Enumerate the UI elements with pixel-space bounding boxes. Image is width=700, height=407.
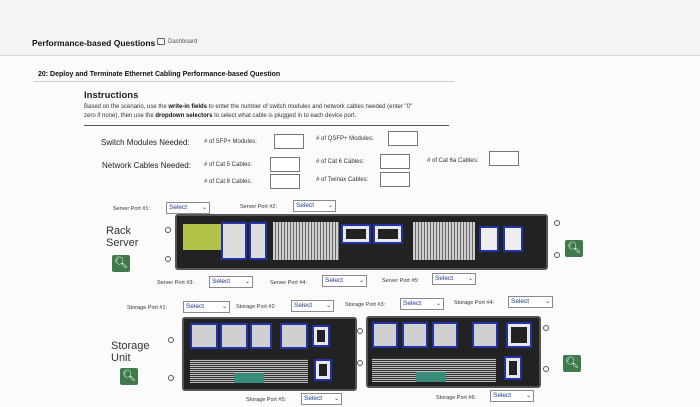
storage-unit-zoom-button[interactable]: 🔍︎ bbox=[120, 368, 138, 385]
dashboard-label: Dashboard bbox=[168, 38, 198, 45]
server-port-3-label: Server Port #3: bbox=[157, 280, 194, 286]
chevron-down-icon: ⌄ bbox=[467, 276, 473, 282]
storage-port-2-label: Storage Port #2: bbox=[236, 304, 277, 310]
server-port-3-select[interactable]: Select⌄ bbox=[209, 276, 253, 288]
chevron-down-icon: ⌄ bbox=[325, 303, 331, 309]
twinax-cables-label: # of Twinax Cables: bbox=[316, 177, 369, 183]
server-port-sfp-2[interactable] bbox=[373, 224, 403, 244]
chevron-down-icon: ⌄ bbox=[435, 301, 441, 307]
dashboard-link[interactable]: Dashboard bbox=[157, 38, 197, 45]
cat8-cables-input[interactable] bbox=[270, 174, 300, 189]
zoom-icon: 🔍︎ bbox=[567, 242, 581, 254]
instructions-rule bbox=[84, 125, 449, 126]
twinax-cables-input[interactable] bbox=[380, 172, 410, 187]
cat8-cables-label: # of Cat 8 Cables: bbox=[204, 179, 253, 185]
instructions-heading: Instructions bbox=[84, 90, 139, 101]
divider bbox=[34, 81, 454, 82]
qsfp-modules-input[interactable] bbox=[388, 131, 418, 146]
server-port-1-label: Server Port #1: bbox=[113, 206, 150, 212]
storage-unit-radio-6[interactable] bbox=[543, 366, 549, 372]
qsfp-modules-label: # of QSFP+ Modules: bbox=[316, 136, 374, 142]
server-port-5-select[interactable]: Select⌄ bbox=[432, 273, 476, 285]
server-port-4-label: Server Port #4: bbox=[270, 280, 307, 286]
chevron-down-icon: ⌄ bbox=[333, 396, 339, 402]
server-port-sfp-1[interactable] bbox=[341, 224, 371, 244]
server-port-2-label: Server Port #2: bbox=[240, 204, 277, 210]
storage-port-6-label: Storage Port #6: bbox=[436, 395, 477, 401]
storage-port-4-label: Storage Port #4: bbox=[454, 300, 495, 306]
storage-unit-radio-5[interactable] bbox=[543, 325, 549, 331]
network-cables-label: Network Cables Needed: bbox=[102, 161, 191, 170]
storage-port-3-select[interactable]: Select⌄ bbox=[400, 298, 444, 310]
cat5-cables-input[interactable] bbox=[270, 157, 300, 172]
storage-unit-device-left bbox=[182, 317, 357, 391]
storage-port-left-2[interactable] bbox=[314, 359, 332, 381]
storage-port-2-select[interactable]: Select⌄ bbox=[291, 300, 334, 312]
rack-server-radio-4[interactable] bbox=[554, 252, 560, 258]
top-bar: Performance-based Questions Dashboard bbox=[0, 0, 700, 56]
zoom-icon: 🔍︎ bbox=[122, 370, 136, 382]
storage-port-left-1[interactable] bbox=[312, 325, 330, 347]
rack-server-radio-2[interactable] bbox=[165, 256, 171, 262]
rack-server-zoom-button-right[interactable]: 🔍︎ bbox=[565, 240, 583, 257]
cat6-cables-label: # of Cat 6 Cables: bbox=[316, 159, 365, 165]
dashboard-icon bbox=[157, 38, 165, 45]
question-title: 20: Deploy and Terminate Ethernet Cablin… bbox=[38, 71, 281, 78]
storage-unit-radio-2[interactable] bbox=[168, 375, 174, 381]
cat6-cables-input[interactable] bbox=[380, 154, 410, 169]
storage-unit-radio-4[interactable] bbox=[357, 360, 363, 366]
zoom-icon: 🔍︎ bbox=[114, 257, 128, 269]
storage-port-5-label: Storage Port #5: bbox=[246, 397, 287, 403]
cat6a-cables-label: # of Cat 6a Cables: bbox=[427, 158, 479, 164]
chevron-down-icon: ⌄ bbox=[201, 205, 207, 211]
server-port-2-select[interactable]: Select⌄ bbox=[293, 200, 336, 212]
storage-unit-zoom-button-right[interactable]: 🔍︎ bbox=[563, 355, 581, 372]
storage-unit-radio-3[interactable] bbox=[357, 328, 363, 334]
chevron-down-icon: ⌄ bbox=[525, 393, 531, 399]
cat6a-cables-input[interactable] bbox=[489, 151, 519, 166]
chevron-down-icon: ⌄ bbox=[244, 279, 250, 285]
storage-port-1-label: Storage Port #1: bbox=[127, 305, 168, 311]
rack-server-radio-3[interactable] bbox=[554, 220, 560, 226]
rack-server-zoom-button[interactable]: 🔍︎ bbox=[112, 255, 130, 272]
chevron-down-icon: ⌄ bbox=[221, 304, 227, 310]
rack-server-radio-1[interactable] bbox=[165, 227, 171, 233]
sfp-modules-label: # of SFP+ Modules: bbox=[204, 139, 257, 145]
page-title: Performance-based Questions bbox=[32, 38, 156, 48]
storage-port-3-label: Storage Port #3: bbox=[345, 302, 386, 308]
storage-unit-device-right bbox=[366, 316, 541, 388]
switch-modules-label: Switch Modules Needed: bbox=[101, 138, 190, 147]
server-port-1-select[interactable]: Select⌄ bbox=[166, 202, 210, 214]
storage-port-right-2[interactable] bbox=[504, 356, 522, 380]
storage-port-5-select[interactable]: Select⌄ bbox=[301, 393, 342, 405]
chevron-down-icon: ⌄ bbox=[544, 299, 550, 305]
storage-unit-radio-1[interactable] bbox=[168, 337, 174, 343]
storage-port-4-select[interactable]: Select⌄ bbox=[508, 296, 553, 308]
sfp-modules-input[interactable] bbox=[274, 134, 304, 149]
storage-port-right-1[interactable] bbox=[506, 322, 532, 348]
chevron-down-icon: ⌄ bbox=[327, 203, 333, 209]
server-port-4-select[interactable]: Select⌄ bbox=[322, 275, 367, 287]
chevron-down-icon: ⌄ bbox=[358, 278, 364, 284]
cat5-cables-label: # of Cat 5 Cables: bbox=[204, 162, 253, 168]
storage-port-1-select[interactable]: Select⌄ bbox=[183, 301, 230, 313]
storage-port-6-select[interactable]: Select⌄ bbox=[490, 390, 534, 402]
server-port-5-label: Server Port #5: bbox=[382, 278, 419, 284]
zoom-icon: 🔍︎ bbox=[565, 357, 579, 369]
rack-server-device bbox=[175, 214, 548, 270]
instructions-text: Based on the scenario, use the write-in … bbox=[84, 104, 413, 119]
